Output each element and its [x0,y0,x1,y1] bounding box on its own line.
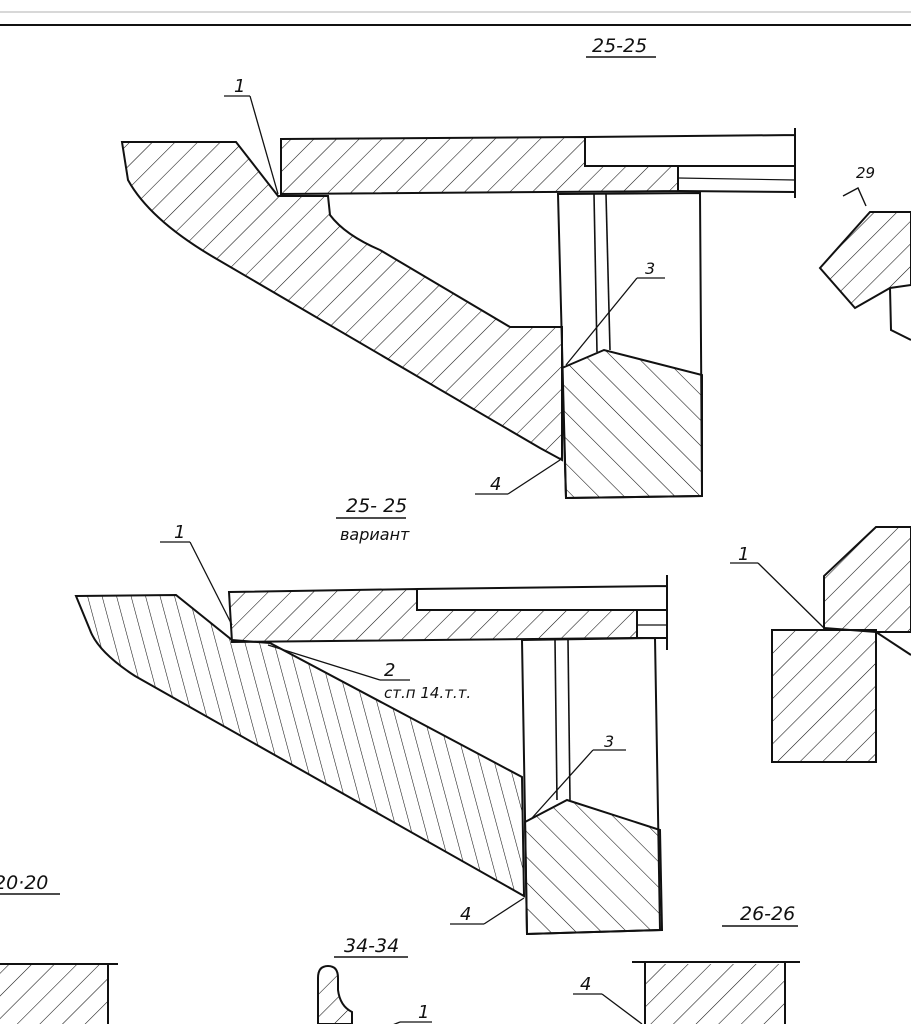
section-title-20-20: 20·20 [0,872,48,894]
section-title-29: 29 [856,164,875,182]
callout-1-right: 1 [738,544,749,565]
callout-4-bottom: 4 [580,974,591,995]
section-26-26: 26-26 4 [573,903,800,1024]
callout-4-variant: 4 [460,904,471,925]
section-title-26-26: 26-26 [740,903,795,925]
section-20-20: 20·20 [0,872,118,1024]
section-title-25-25: 25-25 [592,35,647,57]
section-34-34: 34-34 1 [317,935,432,1024]
section-subtitle-variant: вариант [340,525,410,544]
column-base-variant [523,798,664,936]
callout-3-variant: 3 [604,732,614,751]
callout-4: 4 [490,474,501,495]
section-25-25: 25-25 1 3 4 [120,35,796,500]
column-base [560,348,703,500]
section-title-34-34: 34-34 [344,935,399,957]
deck-plate-open [584,128,796,198]
section-title-variant: 25- 25 [346,495,407,517]
callout-2-variant: 2 [384,660,395,681]
deck-plate-variant [227,587,638,644]
callout-2-note: ст.п 14.т.т. [384,684,471,702]
callout-1-bottom: 1 [418,1002,429,1023]
section-29-fragment: 29 [818,164,911,341]
section-25-25-variant: 25- 25 вариант 1 2 ст.п 14.т.т. 3 4 [74,495,668,936]
callout-1: 1 [234,76,245,97]
callout-3: 3 [645,259,655,278]
bracket-variant [74,593,526,898]
right-detail: 1 [730,526,911,763]
callout-1-variant: 1 [174,522,185,543]
